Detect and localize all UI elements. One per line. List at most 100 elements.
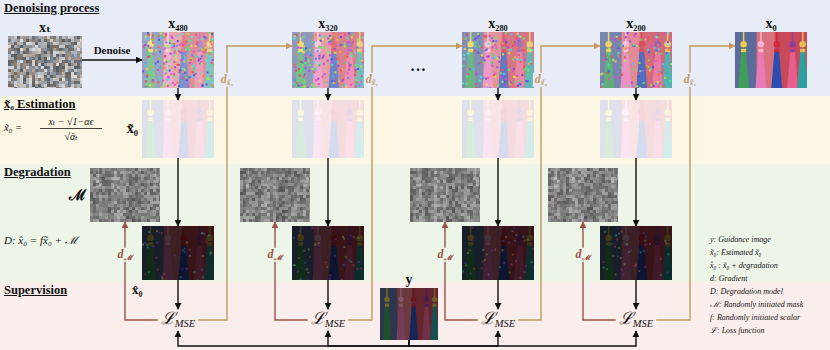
image-illustration	[380, 288, 439, 340]
image-illustration	[462, 226, 535, 281]
loss-label: ℒMSE	[161, 310, 195, 330]
image-illustration	[142, 226, 215, 281]
image-label: x₂₀₀	[626, 16, 646, 31]
flow-arrow	[635, 280, 636, 309]
flow-arrow	[327, 158, 328, 226]
fraction-bar	[40, 128, 102, 129]
legend-note: D: Degradation model	[710, 288, 783, 297]
legend-note: x̃₀: Estimated x̃₀	[710, 249, 761, 258]
text-part: d	[118, 247, 124, 261]
image-label: x₂₈₀	[488, 16, 508, 31]
section-heading: Denoising process	[4, 2, 99, 16]
image-illustration	[8, 36, 83, 90]
flow-arrow	[497, 158, 498, 226]
image-illustration	[600, 32, 673, 89]
edge-label: dx̃₀	[533, 73, 549, 87]
loss-label: ℒMSE	[619, 310, 653, 330]
gradient-arrow	[348, 46, 462, 320]
edge-label: dx̃₀	[219, 73, 235, 87]
loss-node: ℒMSE	[308, 309, 348, 331]
image-illustration	[600, 100, 673, 158]
band-fill	[0, 96, 830, 164]
image-label: y	[406, 272, 413, 287]
gradient-arrow	[518, 46, 600, 320]
text-part: MSE	[325, 318, 345, 329]
image-illustration	[548, 168, 620, 222]
image-label: x₃₂₀	[318, 16, 338, 31]
image-label: x̃₀	[127, 121, 138, 136]
flow-arrow	[497, 280, 498, 309]
image-node: xₜ	[8, 36, 82, 88]
edge-label: dℳ	[116, 248, 135, 262]
gradient-label: dℳ	[574, 248, 593, 262]
gradient-arrow	[445, 222, 478, 320]
gradient-arrow	[198, 46, 292, 320]
flow-arrow	[327, 88, 328, 100]
loss-label: ℒMSE	[311, 310, 345, 330]
image-node: x₃₂₀	[292, 32, 364, 88]
image-illustration	[600, 226, 673, 280]
image-illustration	[142, 32, 216, 90]
image-node: x₄₈₀	[142, 32, 214, 88]
text-part: d	[221, 72, 227, 86]
section-band: x̃₀ Estimation x̃₀	[0, 96, 830, 164]
text-part: d	[366, 72, 372, 86]
formula: √ᾱₜ	[64, 131, 77, 142]
image-illustration	[292, 100, 365, 158]
image-illustration	[735, 32, 808, 88]
image-illustration	[292, 32, 366, 90]
ellipsis: …	[410, 57, 426, 75]
image-label: ℳ	[69, 187, 86, 204]
flow-arrow	[178, 331, 409, 346]
flow-arrow	[177, 280, 178, 309]
gradient-arrow	[583, 222, 616, 320]
flow-arrow	[635, 158, 636, 226]
loss-label: ℒMSE	[481, 310, 515, 330]
image-illustration	[90, 168, 162, 222]
text-part: ℳ	[582, 253, 591, 262]
section-band: Degradationℳx̂₀	[0, 164, 830, 282]
section-heading: Degradation	[4, 166, 71, 180]
flow-arrow	[327, 280, 328, 309]
formula: D: x̂₀ = fx̃₀ + ℳ	[4, 234, 78, 246]
edge-label: Denoise	[92, 44, 133, 56]
flow-arrow	[409, 331, 498, 346]
formula: x̃₀ =	[4, 122, 22, 134]
flow-arrow	[82, 59, 142, 60]
loss-node: ℒMSE	[158, 309, 198, 331]
text-part: x̃₀	[227, 78, 233, 87]
flow-arrow	[409, 331, 636, 346]
image-illustration	[142, 100, 215, 158]
text-part: ℒ	[619, 309, 633, 328]
band-fill	[0, 0, 830, 96]
flow-arrow	[177, 88, 178, 100]
legend-note: d: Gradient	[710, 275, 748, 284]
text-part: d	[535, 72, 541, 86]
text-part: ℳ	[444, 253, 453, 262]
flow-arrow	[635, 88, 636, 100]
text-part: x̃₀	[541, 78, 547, 87]
image-label: xₜ	[39, 20, 51, 35]
image-node: x̂₀	[142, 226, 214, 280]
text-part: d	[684, 72, 690, 86]
image-illustration	[462, 32, 536, 89]
formula: xₜ − √1−αϵ	[48, 116, 93, 127]
text-part: MSE	[175, 318, 195, 329]
image-illustration	[240, 168, 312, 222]
loss-node: ℒMSE	[478, 309, 518, 331]
flow-arrow	[328, 331, 409, 346]
edge-label: dx̃₀	[682, 73, 698, 87]
text-part: x̃₀	[690, 78, 696, 87]
gradient-label: dℳ	[266, 248, 285, 262]
image-illustration	[462, 100, 535, 158]
flow-arrow	[177, 158, 178, 226]
gradient-arrow	[275, 222, 308, 320]
legend-note: x̂₀ : x̃₀ + degradation	[710, 262, 778, 271]
text-part: d	[438, 247, 444, 261]
text-part: MSE	[495, 318, 515, 329]
text-part: MSE	[633, 318, 653, 329]
loss-node: ℒMSE	[616, 309, 656, 331]
text-part: ℒ	[481, 309, 495, 328]
section-heading: x̃₀ Estimation	[4, 98, 75, 112]
